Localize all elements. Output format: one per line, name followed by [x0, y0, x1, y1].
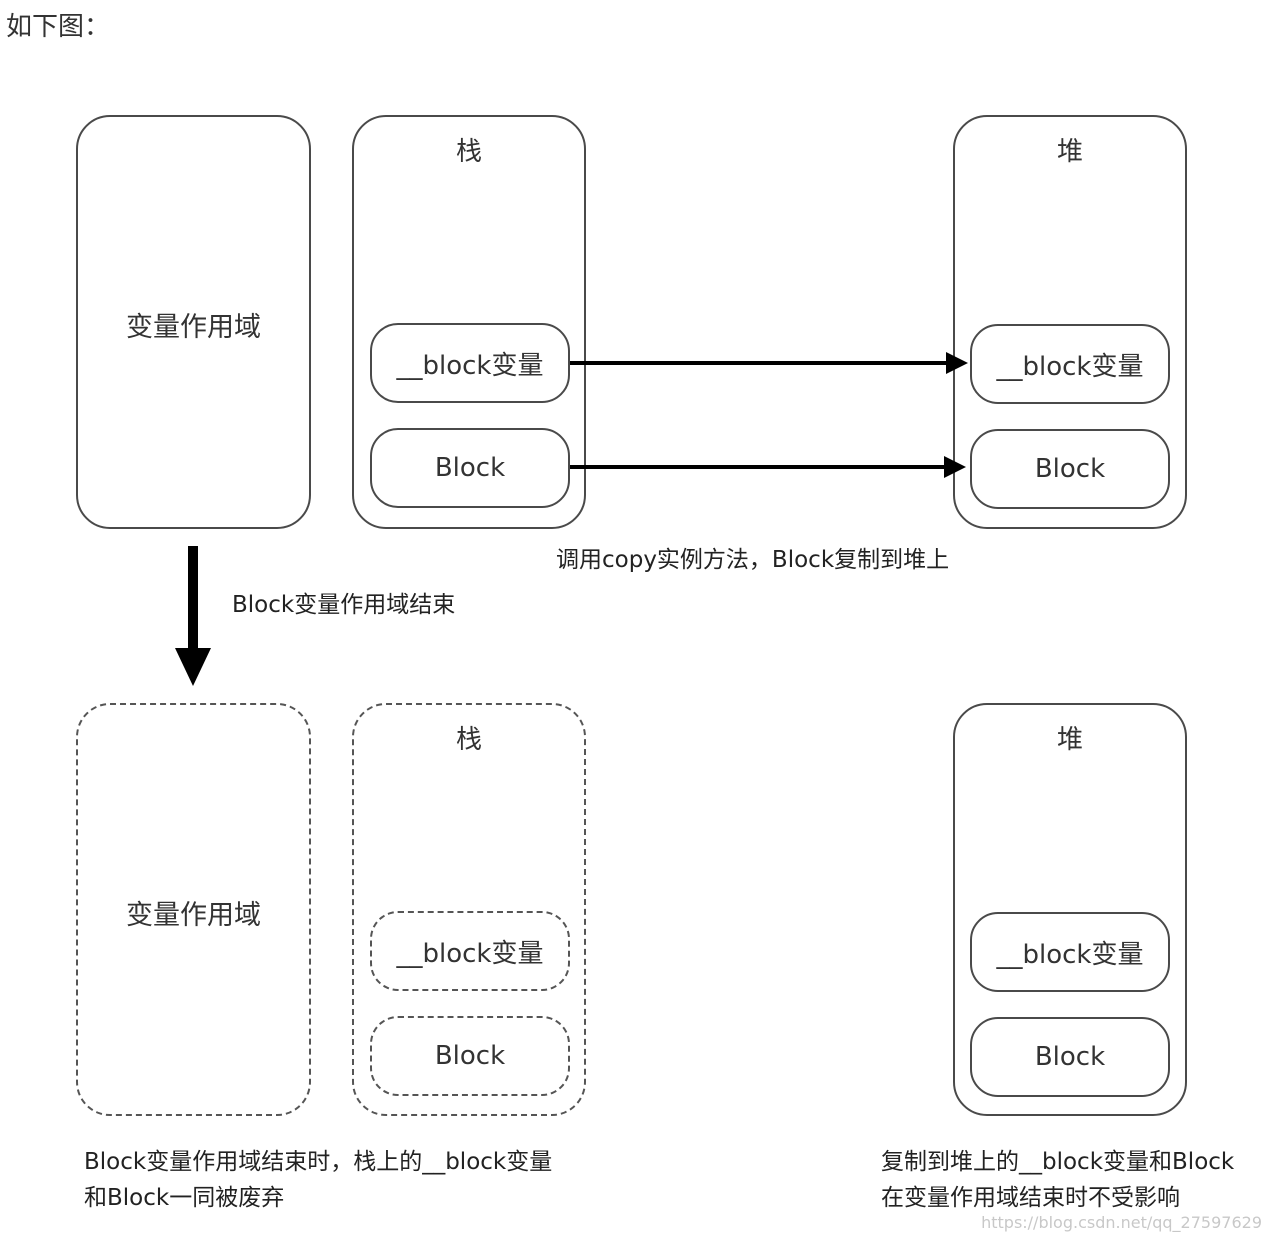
bottom-stack-title: 栈 — [455, 725, 482, 755]
bottom-right-caption-line1: 复制到堆上的__block变量和Block — [881, 1149, 1235, 1175]
watermark: https://blog.csdn.net/qq_27597629 — [981, 1213, 1262, 1232]
bottom-heap-block: Block — [970, 1017, 1170, 1097]
bottom-right-caption-line2: 在变量作用域结束时不受影响 — [881, 1185, 1180, 1211]
scope-end-arrow — [175, 546, 211, 686]
top-heap-block: Block — [970, 429, 1170, 509]
bottom-heap-box: 堆 __block变量 Block — [953, 703, 1187, 1116]
copy-caption: 调用copy实例方法，Block复制到堆上 — [556, 547, 950, 573]
top-stack-box: 栈 __block变量 Block — [352, 115, 586, 529]
top-stack-title: 栈 — [455, 137, 482, 167]
top-scope-label: 变量作用域 — [126, 312, 261, 343]
bottom-heap-title: 堆 — [1056, 725, 1083, 755]
bottom-heap-block-var: __block变量 — [970, 912, 1170, 992]
top-heap-box: 堆 __block变量 Block — [953, 115, 1187, 529]
top-heap-title: 堆 — [1056, 137, 1083, 167]
scope-end-label: Block变量作用域结束 — [232, 592, 456, 618]
top-heap-block-var: __block变量 — [970, 324, 1170, 404]
top-stack-block: Block — [370, 428, 570, 508]
bottom-scope-box: 变量作用域 — [76, 703, 311, 1116]
bottom-scope-label: 变量作用域 — [126, 900, 261, 931]
top-scope-box: 变量作用域 — [76, 115, 311, 529]
copy-arrow-block — [570, 456, 966, 478]
bottom-stack-box: 栈 __block变量 Block — [352, 703, 586, 1116]
top-stack-block-var: __block变量 — [370, 323, 570, 403]
bottom-stack-block: Block — [370, 1016, 570, 1096]
bottom-left-caption-line1: Block变量作用域结束时，栈上的__block变量 — [84, 1149, 553, 1175]
intro-text: 如下图： — [6, 12, 111, 42]
bottom-left-caption-line2: 和Block一同被废弃 — [84, 1185, 285, 1211]
copy-arrow-block-var — [570, 352, 968, 374]
bottom-stack-block-var: __block变量 — [370, 911, 570, 991]
